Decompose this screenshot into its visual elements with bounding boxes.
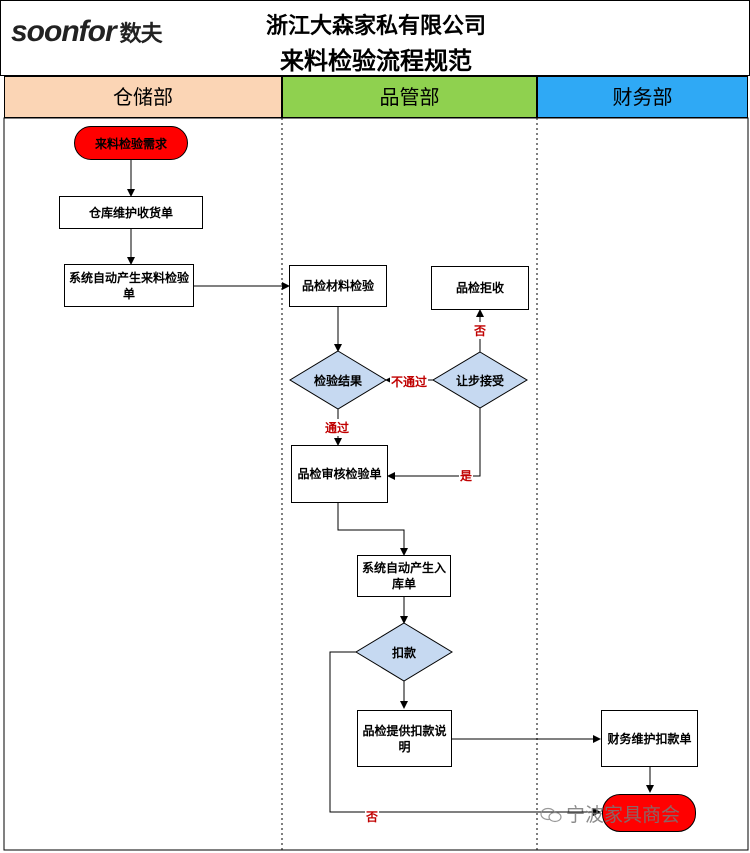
deduction-label: 扣款: [391, 646, 416, 660]
edge-label-pass: 通过: [324, 419, 351, 436]
node-finance-deduction: 财务维护扣款单: [601, 710, 698, 767]
connector: [337, 503, 408, 556]
node-qc-review: 品检审核检验单: [291, 445, 388, 503]
end-terminal: [602, 794, 696, 832]
logo-cn: 数夫: [119, 21, 163, 46]
decision-deduction: [355, 622, 453, 682]
document-title: 来料检验流程规范: [280, 47, 472, 75]
node-auto-inbound: 系统自动产生入库单: [357, 555, 451, 597]
start-terminal: 来料检验需求: [74, 126, 188, 160]
lane-header-warehouse: 仓储部: [4, 76, 282, 118]
lane-header-finance: 财务部: [537, 76, 748, 118]
diagram-frame: [3, 117, 749, 851]
edge-label-fail: 不通过: [390, 373, 429, 390]
node-qc-reject: 品检拒收: [431, 266, 529, 310]
company-name: 浙江大森家私有限公司: [265, 14, 486, 39]
connector: [329, 651, 601, 816]
watermark: 宁波家具商会: [540, 800, 680, 827]
node-qc-inspect-material: 品检材料检验: [289, 265, 387, 307]
node-auto-inspection-form: 系统自动产生来料检验单: [64, 264, 194, 307]
node-warehouse-receipt: 仓库维护收货单: [59, 196, 203, 229]
inspection-result-label: 检验结果: [313, 374, 362, 388]
wechat-icon: [540, 806, 562, 823]
concession-label: 让步接受: [455, 374, 504, 388]
node-qc-deduction-note: 品检提供扣款说明: [357, 710, 452, 767]
decision-inspection-result: [289, 350, 387, 410]
edge-label-no-top: 否: [473, 322, 488, 339]
decision-concession: [432, 351, 528, 409]
edge-label-no-bottom: 否: [365, 808, 380, 825]
edge-label-yes: 是: [459, 467, 474, 484]
connector: [387, 408, 481, 480]
watermark-text: 宁波家具商会: [566, 804, 681, 826]
logo-text: soonfor: [11, 15, 117, 48]
